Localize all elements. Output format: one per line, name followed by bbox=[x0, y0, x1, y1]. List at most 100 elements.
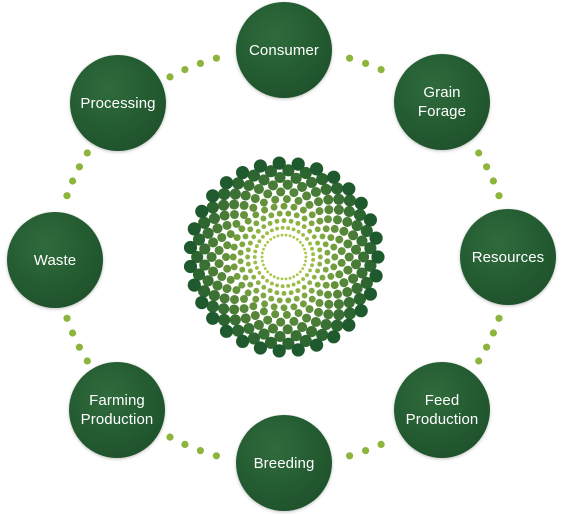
rosette-dot bbox=[206, 311, 220, 325]
rosette-dot bbox=[371, 250, 385, 264]
connector-dot bbox=[362, 447, 370, 455]
rosette-dot bbox=[192, 268, 206, 281]
connector-dot bbox=[377, 440, 385, 448]
rosette-dot bbox=[343, 205, 355, 218]
rosette-dot bbox=[284, 233, 288, 237]
rosette-dot bbox=[301, 244, 305, 247]
rosette-dot bbox=[239, 200, 249, 210]
rosette-dot bbox=[249, 302, 258, 311]
rosette-dot bbox=[219, 210, 230, 221]
node-label: Breeding bbox=[253, 454, 315, 472]
rosette-dot bbox=[229, 188, 241, 200]
rosette-dot bbox=[218, 303, 230, 315]
rosette-dot bbox=[250, 310, 260, 321]
rosette-dot bbox=[310, 338, 324, 352]
rosette-dot bbox=[232, 286, 241, 295]
rosette-dot bbox=[269, 281, 274, 286]
rosette-dot bbox=[236, 334, 250, 348]
rosette-dot bbox=[310, 316, 321, 328]
rosette-dot bbox=[280, 202, 288, 210]
rosette-dot bbox=[304, 251, 307, 255]
rosette-dot bbox=[301, 267, 305, 270]
connector-dot bbox=[63, 314, 71, 322]
rosette-dot bbox=[212, 280, 223, 291]
rosette-dot bbox=[280, 233, 284, 237]
rosette-dot bbox=[222, 284, 232, 294]
rosette-dot bbox=[259, 198, 268, 207]
rosette-dot bbox=[305, 305, 314, 314]
rosette-dot bbox=[351, 282, 363, 294]
rosette-dot bbox=[206, 201, 219, 214]
rosette-dot bbox=[263, 267, 267, 270]
rosette-dot bbox=[333, 193, 345, 205]
connector-dot bbox=[181, 66, 189, 74]
rosette-dot bbox=[265, 231, 270, 236]
rosette-dot bbox=[333, 204, 344, 215]
rosette-dot bbox=[363, 213, 377, 227]
rosette-dot bbox=[327, 330, 341, 344]
rosette-dot bbox=[304, 255, 308, 259]
rosette-dot bbox=[261, 251, 264, 255]
rosette-dot bbox=[307, 228, 313, 234]
rosette-dot bbox=[262, 247, 265, 251]
rosette-dot bbox=[288, 234, 292, 238]
rosette-dot bbox=[223, 264, 232, 273]
rosette-dot bbox=[356, 235, 368, 247]
rosette-dot bbox=[251, 274, 257, 280]
rosette-dot bbox=[260, 234, 265, 239]
connector-dot bbox=[75, 343, 83, 351]
rosette-dot bbox=[358, 251, 370, 263]
rosette-dot bbox=[354, 196, 368, 210]
connector-dot bbox=[181, 440, 189, 448]
node-grain-forage: Grain Forage bbox=[394, 54, 490, 150]
rosette-dot bbox=[327, 272, 335, 280]
rosette-dot bbox=[226, 230, 235, 239]
connector-dot bbox=[346, 452, 354, 460]
rosette-dot bbox=[317, 247, 323, 253]
rosette-dot bbox=[311, 234, 317, 240]
rosette-dot bbox=[208, 290, 220, 302]
rosette-dot bbox=[274, 171, 286, 184]
rosette-dot bbox=[267, 180, 279, 191]
rosette-dot bbox=[293, 295, 300, 302]
rosette-dot bbox=[342, 216, 353, 227]
rosette-dot bbox=[232, 324, 245, 337]
rosette-dot bbox=[274, 290, 280, 296]
rosette-dot bbox=[298, 240, 302, 244]
rosette-dot bbox=[295, 273, 299, 276]
rosette-dot bbox=[299, 206, 307, 214]
connector-dot bbox=[166, 433, 174, 441]
rosette-dot bbox=[243, 322, 255, 335]
rosette-dot bbox=[343, 194, 356, 207]
rosette-dot bbox=[306, 326, 318, 338]
rosette-dot bbox=[214, 259, 224, 269]
connector-dot bbox=[83, 149, 91, 157]
rosette-dot bbox=[369, 231, 383, 245]
rosette-dot bbox=[187, 278, 201, 292]
rosette-dot bbox=[337, 258, 346, 267]
rosette-dot bbox=[315, 240, 321, 246]
rosette-dot bbox=[332, 289, 343, 299]
rosette-dot bbox=[222, 253, 230, 261]
rosette-dot bbox=[206, 300, 219, 313]
rosette-dot bbox=[219, 176, 234, 190]
rosette-dot bbox=[253, 260, 258, 265]
connector-dot bbox=[83, 357, 91, 365]
node-label: Feed Production bbox=[405, 392, 479, 428]
rosette-dot bbox=[342, 318, 356, 332]
rosette-dot bbox=[239, 266, 246, 273]
rosette-dot bbox=[364, 242, 377, 255]
rosette-dot bbox=[288, 218, 294, 224]
rosette-dot bbox=[307, 280, 313, 286]
rosette-dot bbox=[282, 337, 295, 350]
rosette-dot bbox=[239, 304, 249, 314]
rosette-dot bbox=[263, 189, 273, 199]
rosette-dot bbox=[240, 313, 251, 324]
rosette-dot bbox=[218, 199, 230, 211]
rosette-dot bbox=[291, 282, 296, 287]
rosette-dot bbox=[252, 211, 260, 219]
rosette-dot bbox=[272, 156, 286, 170]
connector-dot bbox=[362, 59, 370, 67]
node-label: Waste bbox=[33, 251, 77, 269]
rosette-dot bbox=[343, 239, 353, 249]
